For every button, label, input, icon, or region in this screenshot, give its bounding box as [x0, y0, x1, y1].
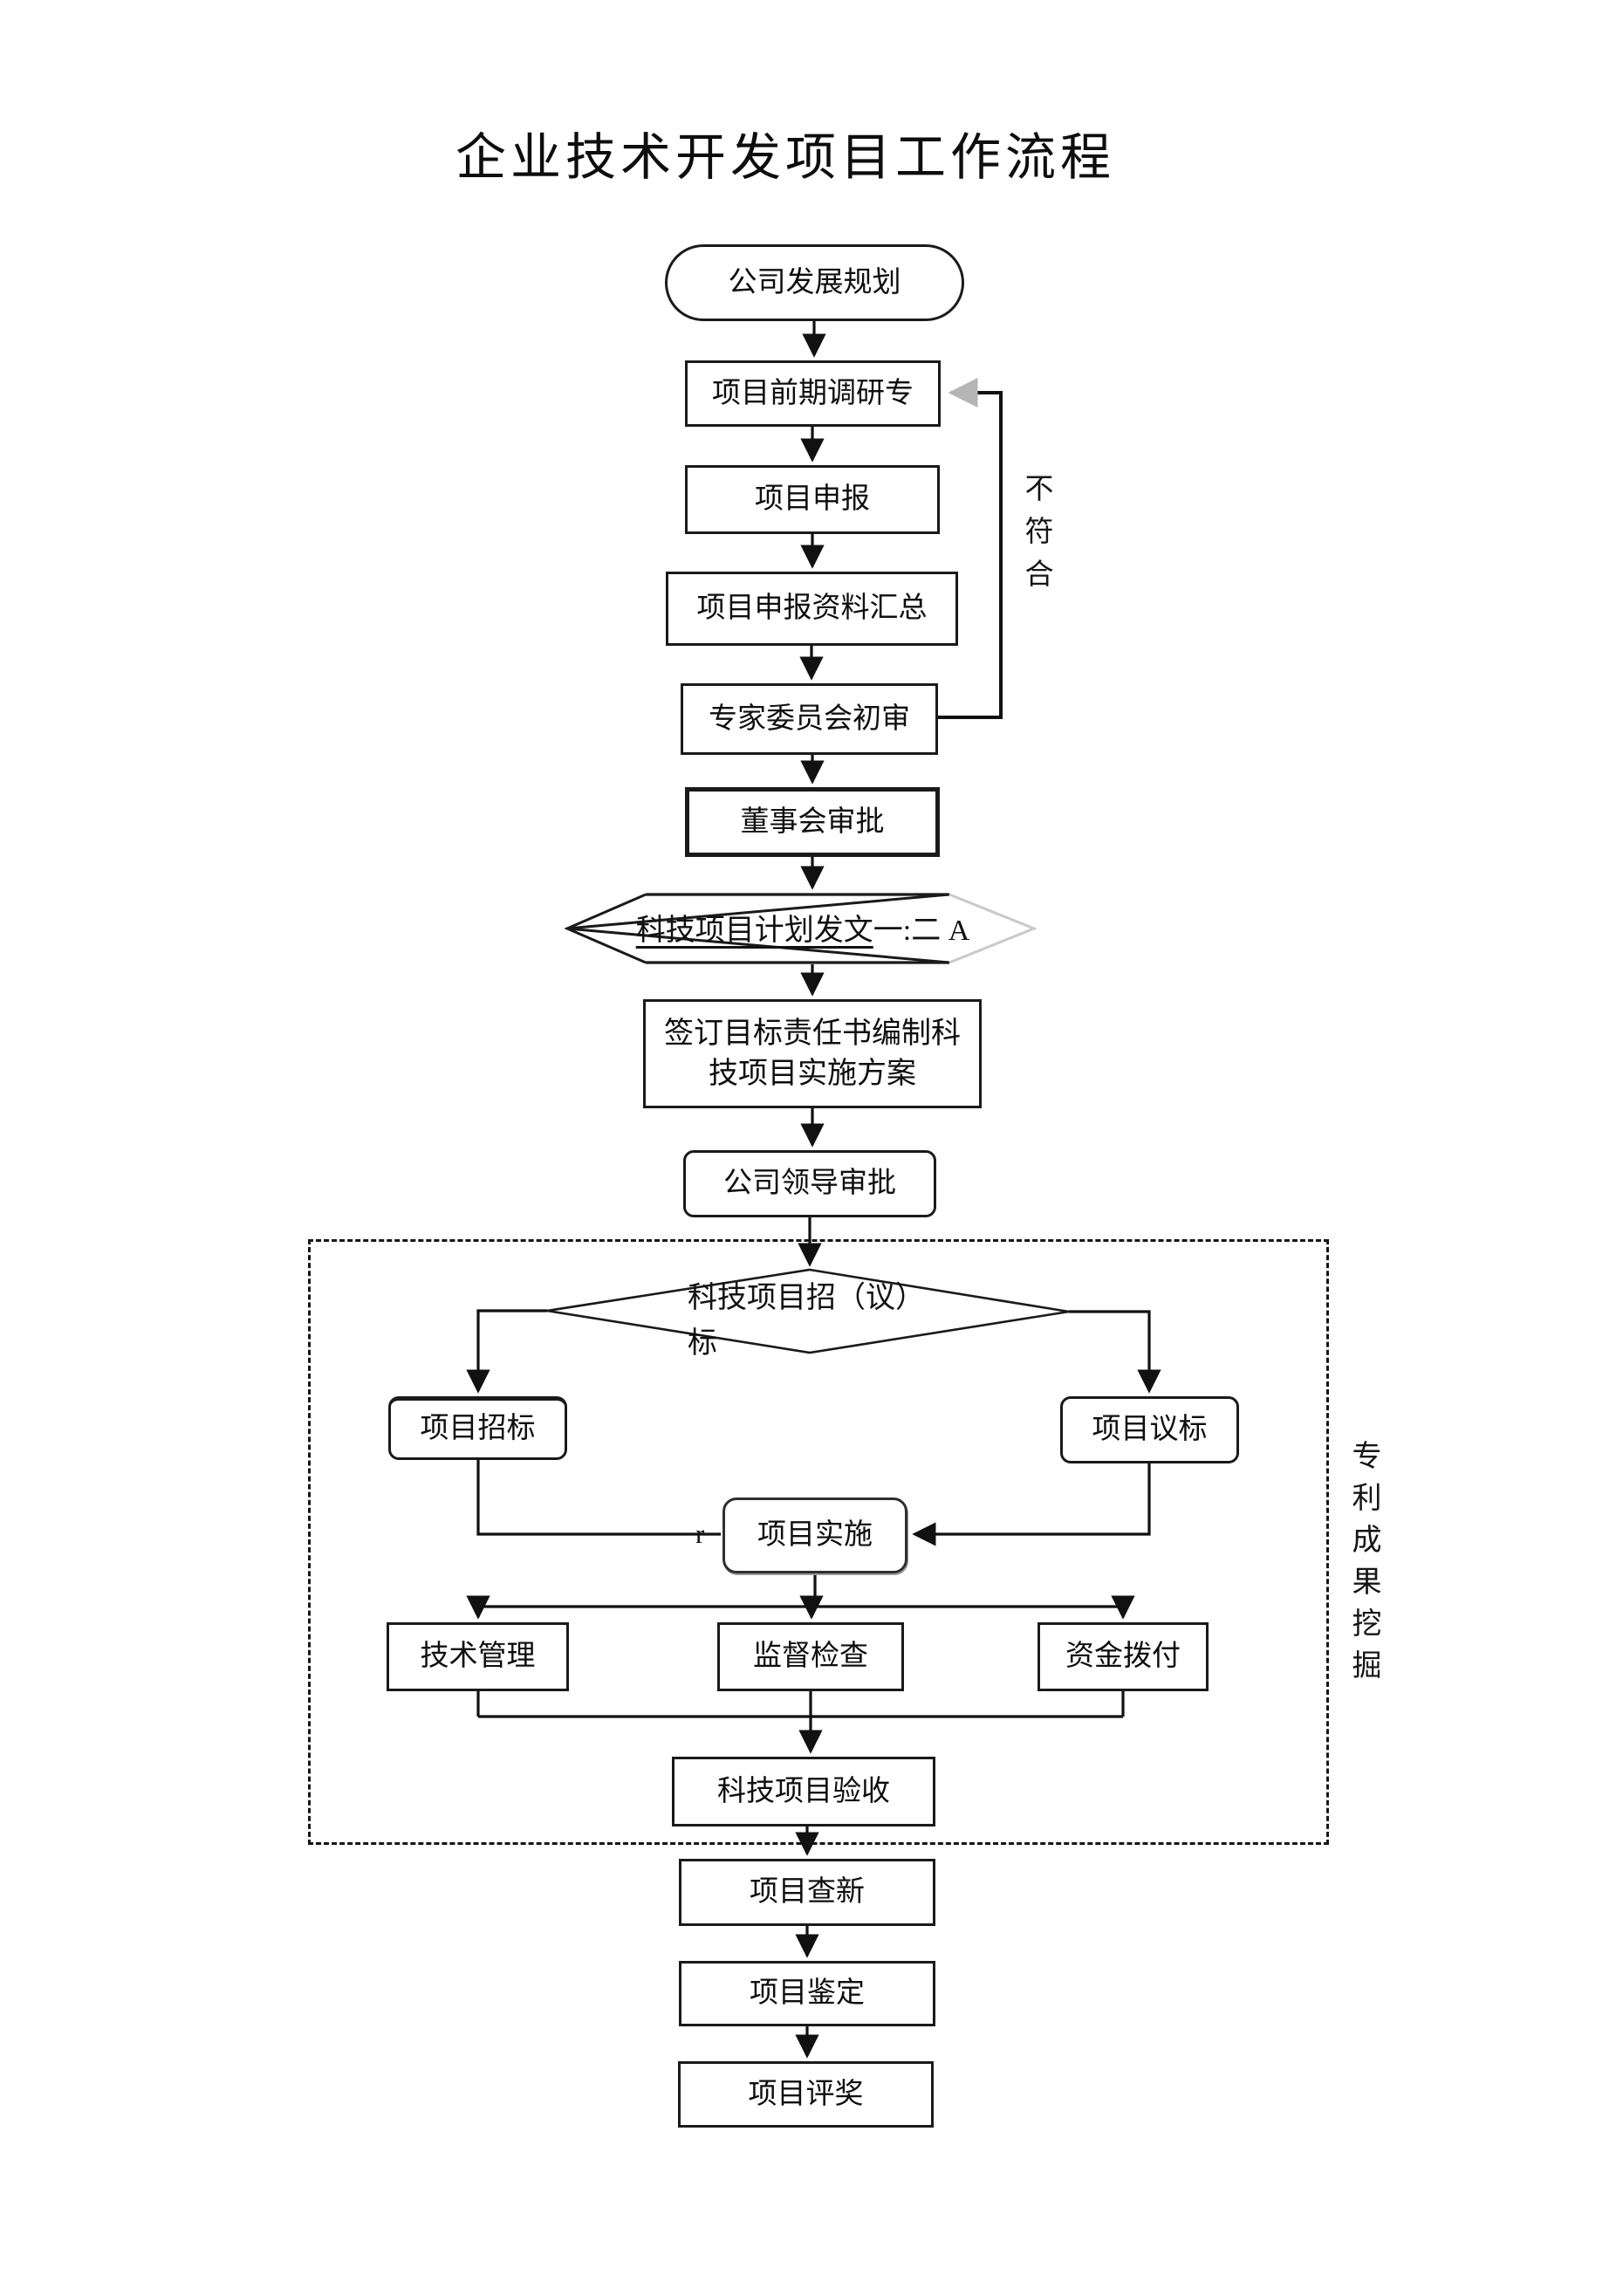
node-fund-allocation: 资金拨付 — [1037, 1622, 1209, 1691]
implementation-prefix-artifact: r — [695, 1518, 705, 1549]
node-project-application-label: 项目申报 — [755, 483, 870, 516]
plan-issuance-suffix-text: 一:二 A — [873, 915, 970, 947]
node-tech-management: 技术管理 — [387, 1622, 569, 1691]
node-preliminary-research-label: 项目前期调研专 — [712, 377, 914, 409]
node-project-awards-label: 项目评奖 — [748, 2078, 864, 2110]
node-novelty-search: 项目查新 — [679, 1859, 935, 1926]
node-application-materials-label: 项目申报资料汇总 — [696, 593, 928, 625]
node-project-appraisal: 项目鉴定 — [679, 1961, 935, 2026]
node-project-acceptance: 科技项目验收 — [672, 1757, 935, 1827]
node-project-negotiation-label: 项目议标 — [1092, 1414, 1208, 1446]
node-tech-management-label: 技术管理 — [420, 1641, 536, 1673]
node-expert-committee-review: 专家委员会初审 — [681, 683, 938, 755]
edge-label-not-conform: 不符合 — [1020, 473, 1051, 601]
node-company-plan-label: 公司发展规划 — [728, 266, 901, 298]
node-leadership-approval-label: 公司领导审批 — [723, 1168, 896, 1200]
node-novelty-search-label: 项目查新 — [750, 1876, 865, 1909]
node-application-materials: 项目申报资料汇总 — [666, 572, 958, 646]
node-responsibility-agreement-label: 签订目标责任书编制科 技项目实施方案 — [664, 1017, 961, 1090]
edge-label-patent-mining: 专利成果挖掘 — [1347, 1440, 1380, 1691]
node-implementation: 项目实施 — [722, 1498, 907, 1573]
node-project-negotiation: 项目议标 — [1060, 1396, 1239, 1463]
node-project-awards: 项目评奖 — [678, 2061, 934, 2128]
node-project-appraisal-label: 项目鉴定 — [750, 1977, 865, 2010]
node-project-bidding-label: 项目招标 — [420, 1413, 536, 1445]
node-responsibility-agreement: 签订目标责任书编制科 技项目实施方案 — [643, 999, 982, 1108]
node-board-approval: 董事会审批 — [685, 787, 940, 857]
node-fund-allocation-label: 资金拨付 — [1065, 1641, 1181, 1673]
node-supervision-check-label: 监督检查 — [753, 1641, 868, 1673]
node-board-approval-label: 董事会审批 — [740, 805, 885, 838]
node-supervision-check: 监督检查 — [717, 1622, 904, 1691]
node-plan-issuance-label: 科技项目计划发文一:二 A — [576, 906, 1030, 949]
node-project-application: 项目申报 — [685, 465, 940, 534]
node-project-bidding: 项目招标 — [388, 1396, 567, 1460]
plan-issuance-underlined-text: 科技项目计划发文 — [635, 915, 873, 947]
node-preliminary-research: 项目前期调研专 — [685, 360, 941, 427]
page-title: 企业技术开发项目工作流程 — [455, 129, 1115, 186]
node-project-acceptance-label: 科技项目验收 — [717, 1775, 890, 1807]
node-implementation-label: 项目实施 — [757, 1519, 873, 1552]
node-company-plan: 公司发展规划 — [665, 244, 964, 321]
node-expert-committee-review-label: 专家委员会初审 — [709, 703, 910, 735]
node-leadership-approval: 公司领导审批 — [683, 1150, 936, 1217]
node-bidding-decision-label: 科技项目招（议） 标 — [688, 1282, 925, 1360]
